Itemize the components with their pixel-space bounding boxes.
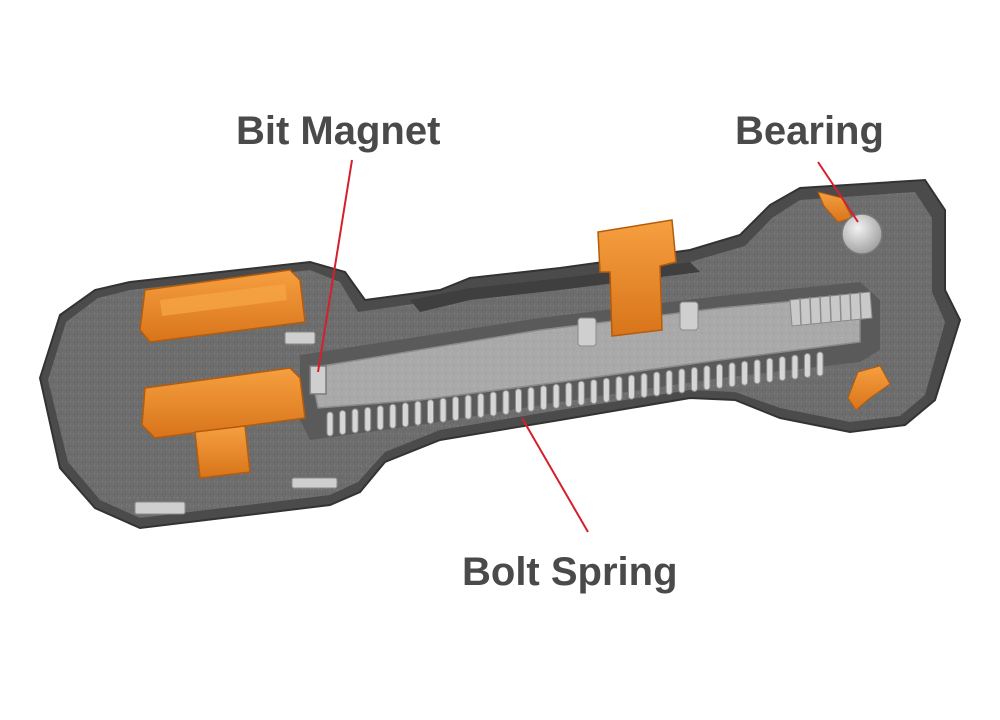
- spring-coil: [389, 403, 397, 429]
- spring-coil: [653, 371, 661, 397]
- spring-coil: [401, 402, 409, 428]
- orange-components: [139, 191, 891, 479]
- spring-coil: [351, 408, 359, 434]
- spring-coil: [339, 410, 347, 435]
- spring-coil: [728, 362, 736, 388]
- spring-coil: [502, 390, 510, 415]
- label-bolt-spring: Bolt Spring: [462, 550, 678, 594]
- leader-lines: [317, 159, 859, 533]
- spring-coil: [477, 393, 485, 418]
- spring-coil: [590, 379, 598, 405]
- slide-button: [597, 219, 677, 337]
- screw-rear-left: [134, 501, 186, 515]
- spring-coil: [602, 377, 610, 403]
- screws: [134, 301, 699, 515]
- bearing-retainer-top: [817, 191, 853, 223]
- screw-rear-mid: [291, 477, 338, 489]
- spring-coil: [414, 400, 422, 426]
- spring-coil: [791, 354, 799, 380]
- lower-clamp-block: [141, 367, 306, 439]
- spring-coil: [703, 365, 711, 391]
- label-bearing: Bearing: [735, 109, 884, 153]
- bolt-thread-lines: [799, 291, 862, 326]
- spring-coil: [439, 397, 447, 423]
- screw-button-left: [577, 317, 597, 347]
- spring-coil: [778, 356, 786, 382]
- leader-bolt-spring: [521, 417, 589, 533]
- spring-coil: [540, 385, 548, 411]
- leader-bit-magnet: [317, 159, 353, 373]
- spring-coil: [716, 363, 723, 389]
- label-bit-magnet: Bit Magnet: [236, 109, 440, 153]
- spring-coil: [452, 396, 460, 422]
- spring-coil: [565, 382, 573, 408]
- spring-coil: [427, 399, 434, 425]
- upper-clamp-block-groove: [160, 284, 287, 316]
- spring-coil: [753, 359, 761, 385]
- spring-coil: [690, 366, 698, 392]
- spring-coil: [665, 370, 673, 395]
- spring-coil: [364, 406, 372, 432]
- bolt-spring: [326, 351, 824, 437]
- spring-coil: [766, 357, 774, 383]
- spring-coil: [552, 383, 560, 409]
- screw-button-right: [679, 301, 699, 331]
- spring-coil: [527, 386, 535, 412]
- spring-coil: [678, 368, 686, 394]
- spring-coil: [640, 373, 648, 398]
- spring-coil: [515, 388, 522, 414]
- spring-coil: [376, 405, 384, 431]
- screw-front-left: [284, 331, 316, 345]
- spring-coil: [326, 411, 334, 437]
- spring-coil: [628, 374, 635, 400]
- spring-coil: [615, 376, 623, 402]
- bearing-ball-icon: [841, 213, 883, 255]
- spring-coil: [464, 394, 472, 420]
- spring-coil: [489, 391, 497, 417]
- spring-coil: [577, 380, 585, 406]
- bearing-retainer-bottom: [847, 365, 891, 411]
- spring-coil: [816, 351, 824, 377]
- lower-clamp-tab: [194, 425, 251, 479]
- spring-coil: [741, 360, 749, 386]
- leader-bearing: [817, 161, 859, 223]
- spring-coil: [803, 353, 811, 378]
